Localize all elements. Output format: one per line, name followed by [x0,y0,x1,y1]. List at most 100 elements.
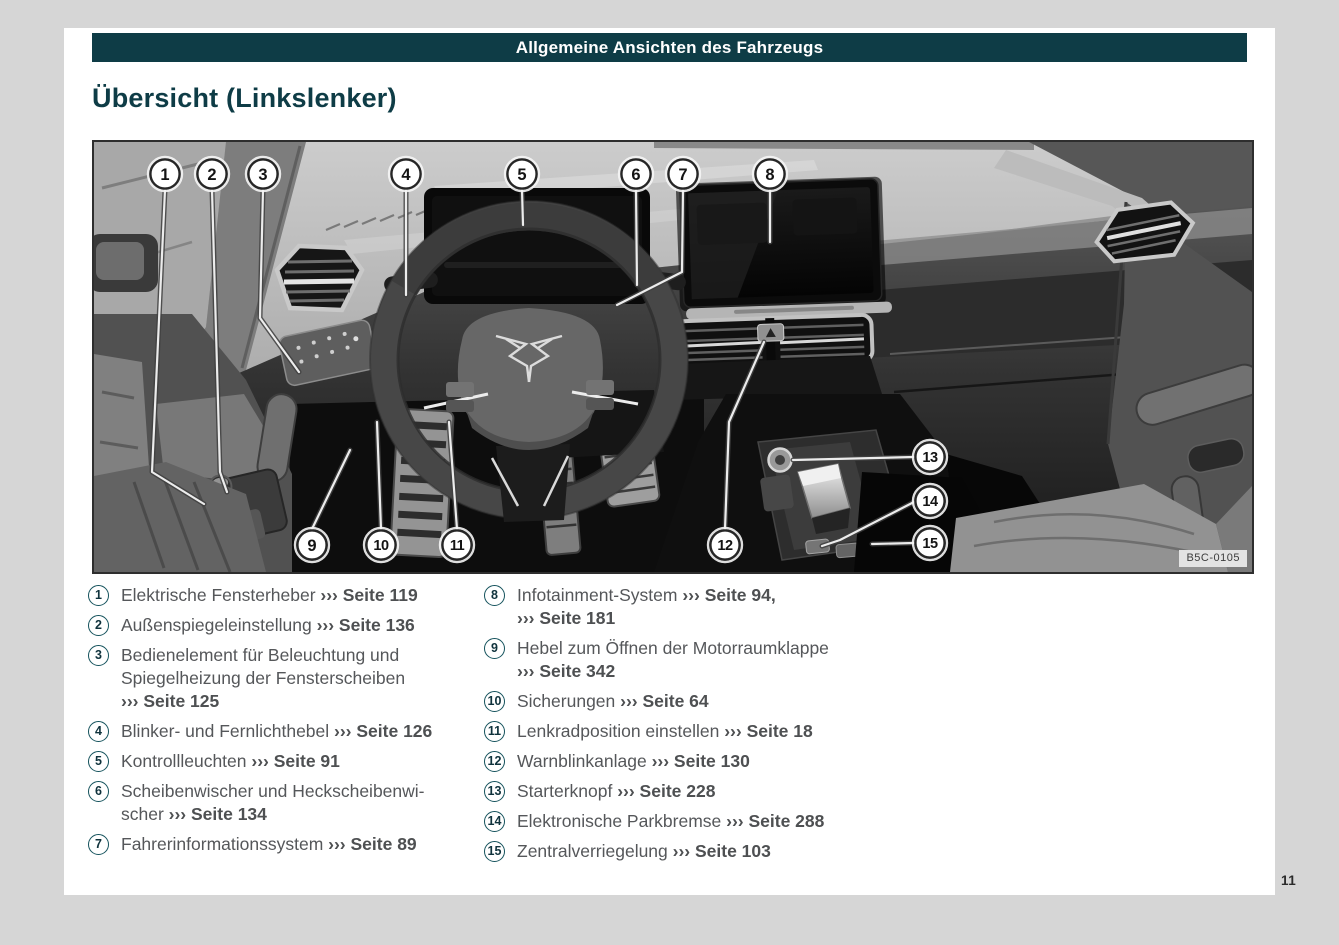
page-reference: ››› Seite 103 [672,841,771,861]
legend-item-text: Elektronische Parkbremse ››› Seite 288 [517,810,824,833]
dashboard-photo [94,142,1252,572]
callout-halo-2 [193,155,231,193]
infotainment-screen [675,176,886,312]
legend-item-text: Scheibenwischer und Heckscheibenwi-scher… [121,780,425,826]
legend-item-text: Warnblinkanlage ››› Seite 130 [517,750,750,773]
legend-item-2: 2 Außenspiegeleinstellung ››› Seite 136 [88,614,480,637]
callout-number-11: 11 [450,538,465,554]
legend-item-number: 10 [484,691,505,712]
legend-item-number: 11 [484,721,505,742]
callout-halo-4 [387,155,425,193]
legend-item-15: 15 Zentralverriegelung ››› Seite 103 [484,840,914,863]
callout-line-1 [149,187,207,507]
callout-line-13 [791,455,916,462]
right-a-pillar [994,142,1252,318]
callout-number-15: 15 [922,536,938,552]
callout-circle-8 [754,158,786,190]
page-reference: ››› Seite 91 [251,751,340,771]
legend-label: Blinker- und Fernlichthebel [121,721,335,741]
legend-label: Scheibenwischer und Heckscheibenwi- [121,781,425,801]
page-reference: ››› Seite 136 [316,615,415,635]
callout-halo-8 [751,155,789,193]
callout-line-10 [375,420,383,531]
callout-halo-12 [706,526,744,564]
passenger-footwell [854,472,982,572]
callout-line-7 [615,188,685,307]
legend-item-4: 4 Blinker- und Fernlichthebel ››› Seite 1… [88,720,480,743]
door-handle-recess [1187,437,1245,474]
callout-line-3 [258,188,301,374]
legend-item-number: 14 [484,811,505,832]
callout-number-10: 10 [373,538,389,554]
callout-number-9: 9 [307,537,316,555]
legend-item-number: 8 [484,585,505,606]
gear-selector [797,463,851,534]
callout-halo-13 [911,438,949,476]
callout-number-6: 6 [631,166,640,184]
legend-item-number: 2 [88,615,109,636]
legend-label: Zentralverriegelung [517,841,673,861]
callout-circle-15 [914,527,946,559]
section-title: Übersicht (Linkslenker) [92,83,397,113]
callout-number-2: 2 [207,166,216,184]
callout-circle-1 [149,158,181,190]
callout-halo-3 [244,155,282,193]
right-air-vent [1094,200,1196,264]
legend-label: Elektrische Fensterheber [121,585,321,605]
callout-halo-9 [293,526,331,564]
page-reference: ››› Seite 126 [334,721,433,741]
callout-circle-9 [296,529,328,561]
steering-wheel-buttons [446,380,614,412]
legend-item-text: Kontrollleuchten ››› Seite 91 [121,750,340,773]
callout-circle-7 [667,158,699,190]
callout-line-11 [447,420,459,531]
legend-item-text: Blinker- und Fernlichthebel ››› Seite 12… [121,720,432,743]
callout-line-15 [870,541,916,546]
legend-item-number: 9 [484,638,505,659]
figure-code: B5C-0105 [1179,550,1247,567]
page-reference: ››› Seite 181 [517,608,616,628]
legend-item-number: 4 [88,721,109,742]
callout-line-9 [310,448,352,531]
chapter-title: Allgemeine Ansichten des Fahrzeugs [515,37,824,57]
legend-item-text: Sicherungen ››› Seite 64 [517,690,709,713]
legend-item-number: 5 [88,751,109,772]
page-reference: ››› Seite 134 [168,804,267,824]
legend-item-text: Fahrerinformationssystem ››› Seite 89 [121,833,417,856]
steering-wheel [369,200,689,522]
legend-item-14: 14 Elektronische Parkbremse ››› Seite 288 [484,810,914,833]
legend-item-12: 12 Warnblinkanlage ››› Seite 130 [484,750,914,773]
callout-halo-10 [362,526,400,564]
callout-circle-10 [365,529,397,561]
legend-item-number: 3 [88,645,109,666]
start-button [767,447,793,473]
legend-item-number: 12 [484,751,505,772]
legend-label: Fahrerinformationssystem [121,834,329,854]
page-number: 11 [1281,873,1297,888]
legend-label: Elektronische Parkbremse [517,811,727,831]
callout-halo-6 [617,155,655,193]
legend-item-8: 8 Infotainment-System ››› Seite 94, ››› Se… [484,584,914,630]
page-reference: ››› Seite 94, [682,585,776,605]
callout-circle-4 [390,158,422,190]
legend-item-number: 15 [484,841,505,862]
legend-label: Lenkradposition einstellen [517,721,725,741]
callout-halo-5 [503,155,541,193]
legend-item-text: Außenspiegeleinstellung ››› Seite 136 [121,614,415,637]
callout-line-14 [820,500,916,548]
legend-label: Hebel zum Öffnen der Motorraumklappe [517,638,829,658]
callout-line-5 [520,188,525,227]
legend-label: Starterknopf [517,781,618,801]
chapter-header-bar: Allgemeine Ansichten des Fahrzeugs [92,33,1247,62]
callout-number-1: 1 [160,166,169,184]
legend-label: Infotainment-System [517,585,683,605]
callout-number-14: 14 [922,494,938,510]
legend-label: Außenspiegeleinstellung [121,615,317,635]
